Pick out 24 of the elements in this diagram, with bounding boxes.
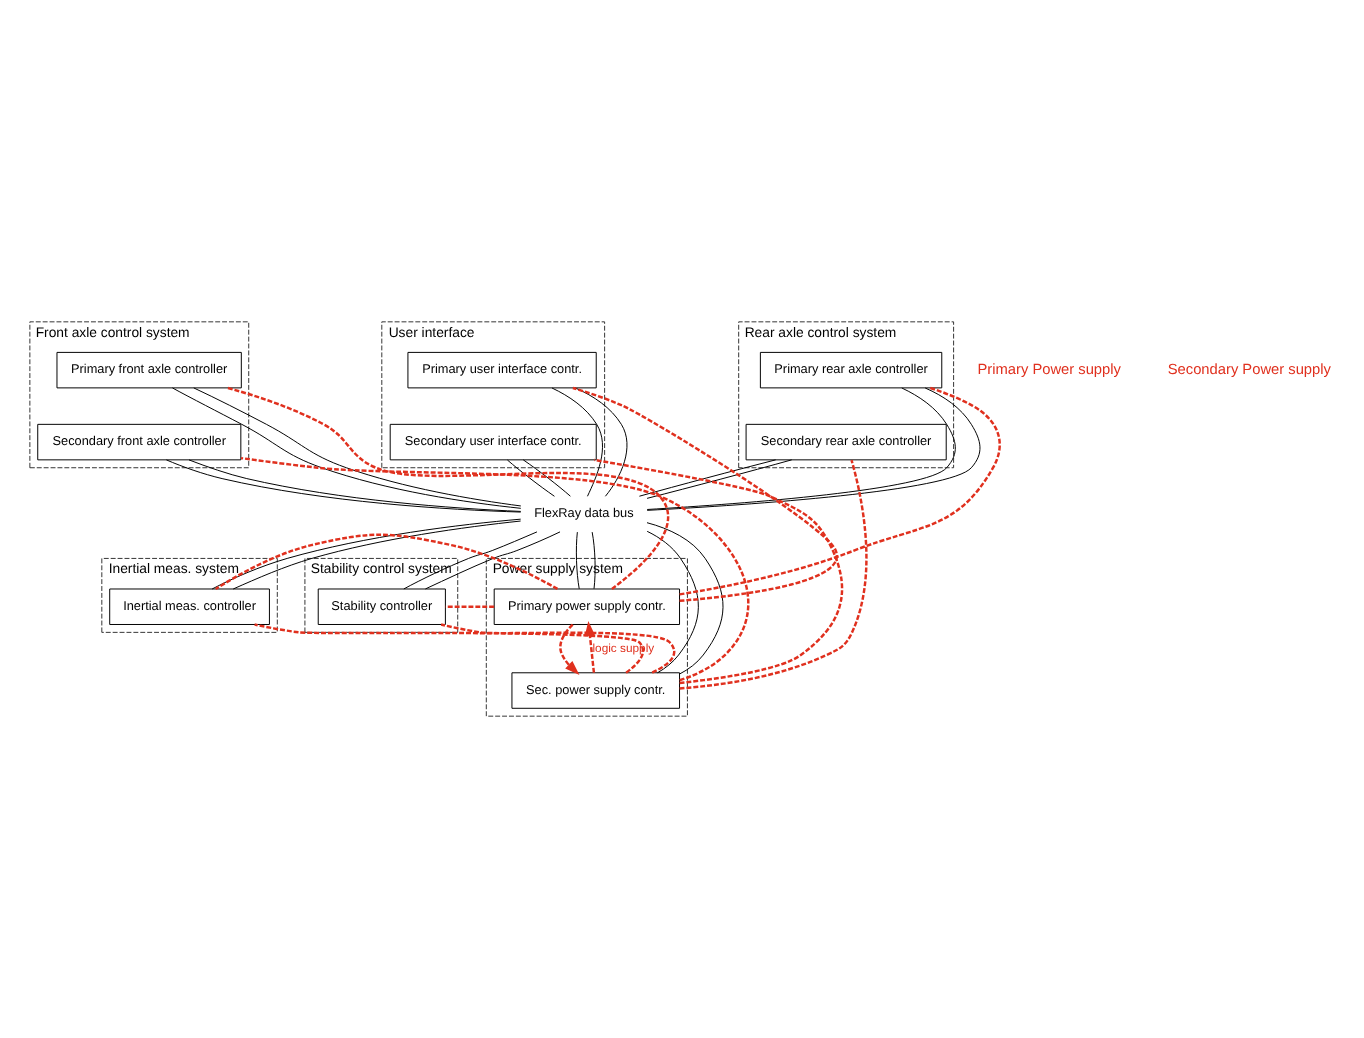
connector [591,531,596,590]
connector [646,522,724,675]
connector [506,459,555,497]
connector [240,456,750,682]
arrow [584,620,596,673]
connector [551,387,603,497]
connector [424,531,561,590]
connector [403,531,538,590]
connector [215,533,559,590]
arrow [559,623,580,676]
connector [593,458,844,685]
connector [679,386,1001,596]
connector [440,623,676,674]
connector [679,459,868,690]
connector [572,386,838,603]
connector [574,387,628,497]
connector [445,605,495,608]
connector [522,459,571,497]
connector [646,459,793,499]
connector [575,531,580,590]
connector [646,530,699,674]
connector [227,386,670,590]
connector [254,623,645,674]
connector [638,459,777,497]
